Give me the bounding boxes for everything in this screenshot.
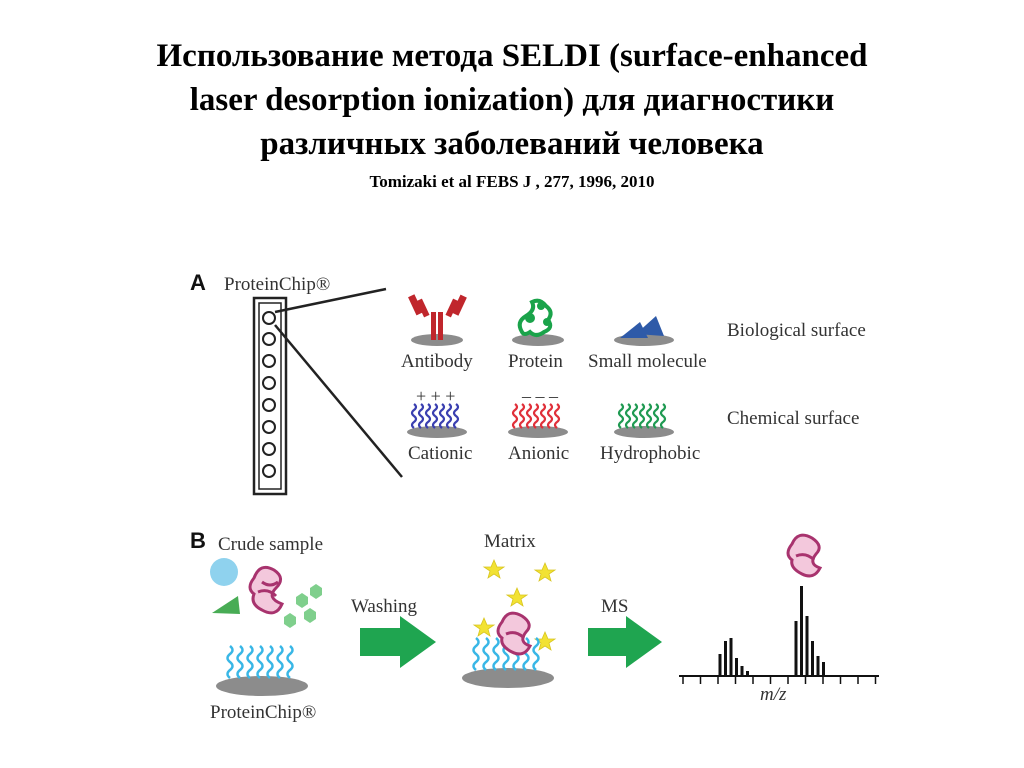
protein-chip-strip bbox=[252, 296, 288, 496]
crude-chip-surface bbox=[216, 645, 308, 696]
mass-spectrum bbox=[679, 586, 879, 684]
hydrophobic-label: Hydrophobic bbox=[600, 443, 700, 464]
anionic-charge: – – – bbox=[521, 386, 559, 406]
ms-arrow bbox=[588, 616, 662, 668]
protein-label: Protein bbox=[508, 351, 563, 372]
title-line-2: laser desorption ionization) для диагнос… bbox=[189, 82, 835, 118]
cationic-surface-icon bbox=[407, 403, 467, 438]
mz-axis-label: m/z bbox=[760, 684, 787, 705]
biological-surface-label: Biological surface bbox=[727, 320, 866, 341]
panel-b-letter: B bbox=[190, 528, 206, 553]
title-line-3: различных заболеваний человека bbox=[260, 126, 764, 162]
anionic-surface-icon bbox=[508, 403, 568, 438]
cationic-label: Cationic bbox=[408, 443, 472, 464]
antibody-label: Antibody bbox=[401, 351, 473, 372]
panel-b-chip-label: ProteinChip® bbox=[210, 702, 316, 723]
sample-triangle bbox=[212, 596, 240, 614]
matrix-chip-surface bbox=[462, 637, 554, 688]
washing-arrow bbox=[360, 616, 436, 668]
panel-a-letter: A bbox=[190, 270, 206, 295]
bound-protein-icon bbox=[496, 611, 533, 656]
title-line-1: Использование метода SELDI (surface-enha… bbox=[156, 38, 868, 74]
sample-sphere bbox=[210, 558, 238, 586]
antibody-icon bbox=[408, 294, 467, 346]
sample-protein-icon bbox=[248, 565, 284, 615]
slide-title: Использование метода SELDI (surface-enha… bbox=[0, 34, 1024, 166]
small-molecule-icon bbox=[614, 316, 674, 346]
anionic-label: Anionic bbox=[508, 443, 569, 464]
cationic-charge: + + + bbox=[416, 386, 455, 406]
chemical-surface-label: Chemical surface bbox=[727, 408, 859, 429]
small-molecule-label: Small molecule bbox=[588, 351, 707, 372]
ms-label: MS bbox=[601, 596, 628, 617]
washing-label: Washing bbox=[351, 596, 418, 617]
crude-sample-label: Crude sample bbox=[218, 534, 323, 555]
ms-protein-icon bbox=[786, 533, 823, 578]
protein-icon bbox=[512, 298, 564, 346]
zoom-lines bbox=[274, 287, 403, 478]
matrix-label: Matrix bbox=[484, 531, 536, 552]
citation: Tomizaki et al FEBS J , 277, 1996, 2010 bbox=[369, 172, 655, 191]
panel-a-chip-label: ProteinChip® bbox=[224, 274, 330, 295]
sample-peptide-chain bbox=[284, 584, 322, 628]
hydrophobic-surface-icon bbox=[614, 403, 674, 438]
